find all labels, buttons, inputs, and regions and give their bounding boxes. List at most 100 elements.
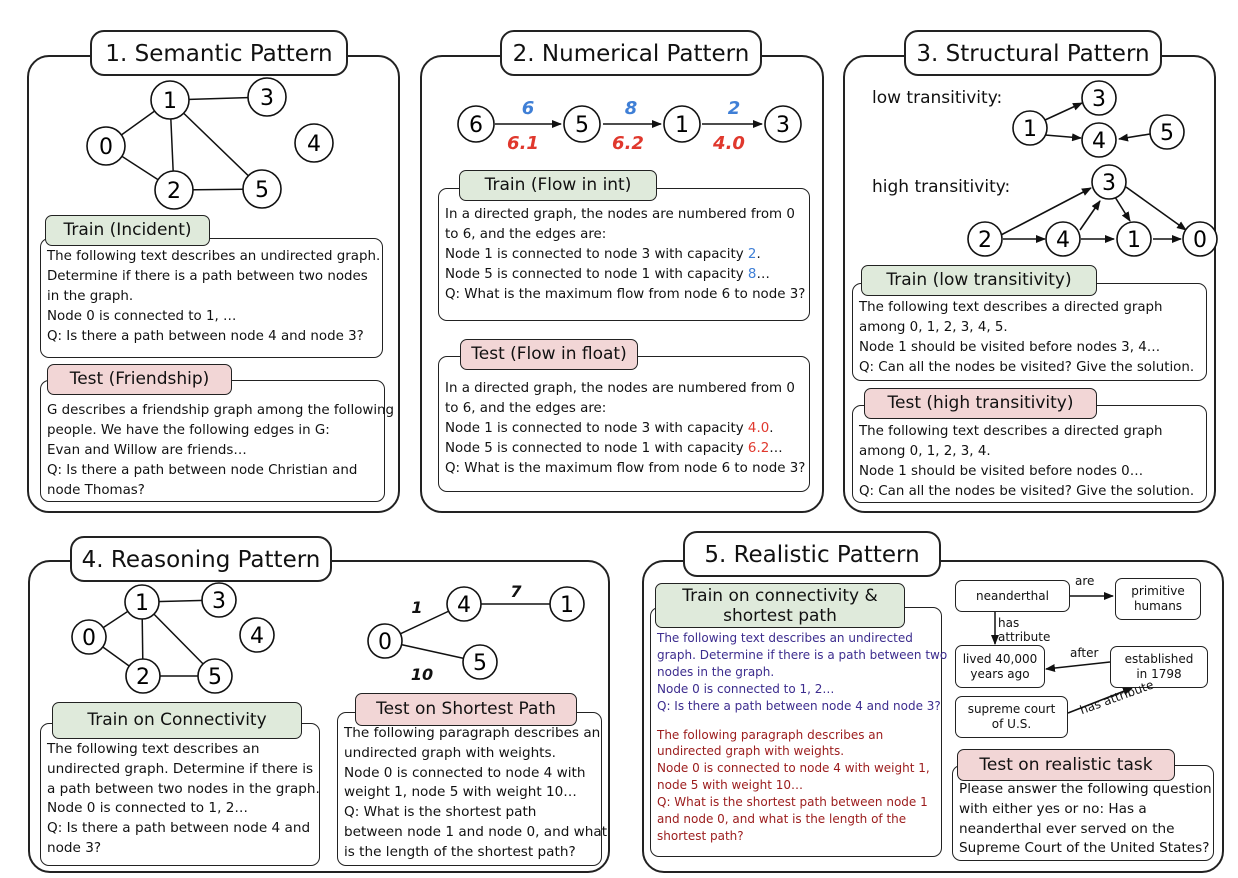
node-label: 3 [260, 86, 274, 111]
structural-graphs: 1 3 4 5 2 4 3 1 0 [967, 80, 1218, 257]
node-label: 4 [1056, 228, 1070, 253]
kg-node-neanderthal: neanderthal [955, 580, 1070, 612]
text-line: Node 0 is connected to node 4 with weigh… [657, 761, 930, 776]
high-transitivity-label: high transitivity: [872, 177, 1011, 197]
node-label: 3 [1102, 171, 1116, 196]
text-line: graph. Determine if there is a path betw… [657, 647, 948, 662]
node-label: 4 [307, 132, 321, 157]
node-label: 1 [1127, 228, 1141, 253]
text-line: Q: Can all the nodes be visited? Give th… [859, 360, 1195, 375]
numerical-test-text: In a directed graph, the nodes are numbe… [438, 356, 810, 492]
kg-node-label: primitive [1131, 584, 1185, 598]
text-line: node 3? [47, 839, 102, 856]
text-line: Node 1 is connected to node 3 with capac… [445, 419, 803, 439]
float-capacity-label: 6.1 [507, 133, 539, 154]
int-capacity-label: 2 [728, 98, 741, 119]
edge-label-line: attribute [998, 630, 1051, 644]
numerical-test-tag: Test (Flow in float) [460, 339, 638, 370]
node-label: 3 [1092, 87, 1106, 112]
text-line: Node 1 should be visited before nodes 0… [859, 464, 1144, 479]
text-line: among 0, 1, 2, 3, 4. [859, 444, 991, 459]
reasoning-graph-node-4: 4 [239, 617, 275, 653]
weighted-graph-node-4: 4 [446, 586, 482, 622]
semantic-graph-node-5: 5 [242, 169, 282, 209]
reasoning-pattern-title: 4. Reasoning Pattern [70, 536, 332, 582]
text-line: Node 5 is connected to node 1 with capac… [445, 439, 803, 459]
weighted-graph-node-1: 1 [549, 586, 585, 622]
node-label: 4 [457, 593, 471, 618]
knowledge-graph-edges [991, 592, 1133, 714]
semantic-graph-node-4: 4 [294, 123, 334, 163]
tag-line: shortest path [723, 606, 837, 626]
semantic-test-tag: Test (Friendship) [47, 364, 232, 395]
structural-pattern-title: 3. Structural Pattern [904, 30, 1162, 76]
text-line: Q: What is the shortest path between nod… [657, 795, 928, 810]
structural-train-tag: Train (low transitivity) [861, 265, 1097, 296]
semantic-train-tag: Train (Incident) [45, 215, 210, 246]
kg-node-label: supreme court [967, 702, 1056, 716]
numerical-graph-node-3: 3 [764, 105, 802, 143]
node-label: 5 [1160, 121, 1174, 146]
text-line: G describes a friendship graph among the… [47, 403, 395, 418]
node-label: 0 [1193, 228, 1207, 253]
text-segment: . [769, 421, 774, 436]
reasoning-train-text: The following text describes an undirect… [40, 723, 320, 866]
low-graph-node-3: 3 [1081, 80, 1117, 116]
text-segment: Node 5 is connected to node 1 with capac… [445, 441, 748, 456]
text-line: Evan and Willow are friends… [47, 443, 247, 458]
semantic-graph-node-3: 3 [247, 77, 287, 117]
high-graph-node-1: 1 [1116, 221, 1152, 257]
text-line: between node 1 and node 0, and what [344, 823, 608, 840]
realistic-train-tag: Train on connectivity & shortest path [655, 583, 905, 628]
reasoning-graphs: 0 1 2 3 4 5 0 4 1 5 1 7 10 [71, 582, 585, 694]
high-graph-node-4: 4 [1045, 221, 1081, 257]
kg-node-label: in 1798 [1136, 667, 1182, 681]
low-graph-node-4: 4 [1081, 122, 1117, 158]
low-transitivity-label: low transitivity: [872, 88, 1003, 108]
text-line: Node 1 is connected to node 3 with capac… [445, 245, 803, 265]
node-label: 2 [167, 179, 181, 204]
text-line: The following paragraph describes an [344, 725, 601, 741]
text-line: undirected graph with weights. [344, 744, 556, 761]
reasoning-graph-node-5: 5 [197, 658, 233, 694]
node-label: 2 [136, 665, 150, 690]
numerical-graph-node-1: 1 [663, 105, 701, 143]
text-line: Q: Is there a path between node 4 and no… [47, 329, 364, 344]
text-line: to 6, and the edges are: [445, 227, 607, 242]
text-line: nodes in the graph. [657, 664, 775, 679]
node-label: 3 [776, 113, 790, 138]
node-label: 1 [675, 113, 689, 138]
text-line: Node 0 is connected to node 4 with [344, 764, 586, 781]
kg-node-label: years ago [970, 666, 1030, 681]
low-graph-node-1: 1 [1012, 110, 1048, 146]
text-line: The following text describes an undirect… [47, 249, 381, 264]
kg-node-label: humans [1133, 599, 1183, 613]
edge-weight-label: 10 [411, 665, 433, 684]
text-line: shortest path? [657, 828, 744, 843]
reasoning-graph-node-3: 3 [201, 582, 237, 618]
text-line: with either yes or no: Has a [959, 800, 1147, 817]
node-label: 1 [163, 89, 177, 114]
text-line: Q: Is there a path between node 4 and [47, 820, 311, 837]
text-line: The following text describes an undirect… [657, 631, 913, 645]
text-segment: … [769, 441, 783, 456]
reasoning-test-text: The following paragraph describes an und… [337, 712, 608, 866]
text-line: to 6, and the edges are: [445, 401, 607, 416]
numerical-graph-node-5: 5 [563, 105, 601, 143]
semantic-graph-node-1: 1 [150, 80, 190, 120]
text-line: Determine if there is a path between two… [47, 269, 368, 284]
text-line: Q: What is the shortest path [344, 804, 537, 821]
edge-label-line: has [998, 616, 1020, 630]
structural-test-tag: Test (high transitivity) [864, 388, 1097, 419]
capacity-value: 8 [747, 267, 757, 282]
edge-weight-label: 7 [510, 582, 522, 601]
capacity-value: 4.0 [747, 421, 770, 436]
text-line: The following text describes a directed … [859, 424, 1163, 439]
semantic-graph: 0 1 2 3 4 5 [86, 77, 334, 210]
node-label: 1 [135, 591, 149, 616]
text-segment: … [756, 267, 770, 282]
